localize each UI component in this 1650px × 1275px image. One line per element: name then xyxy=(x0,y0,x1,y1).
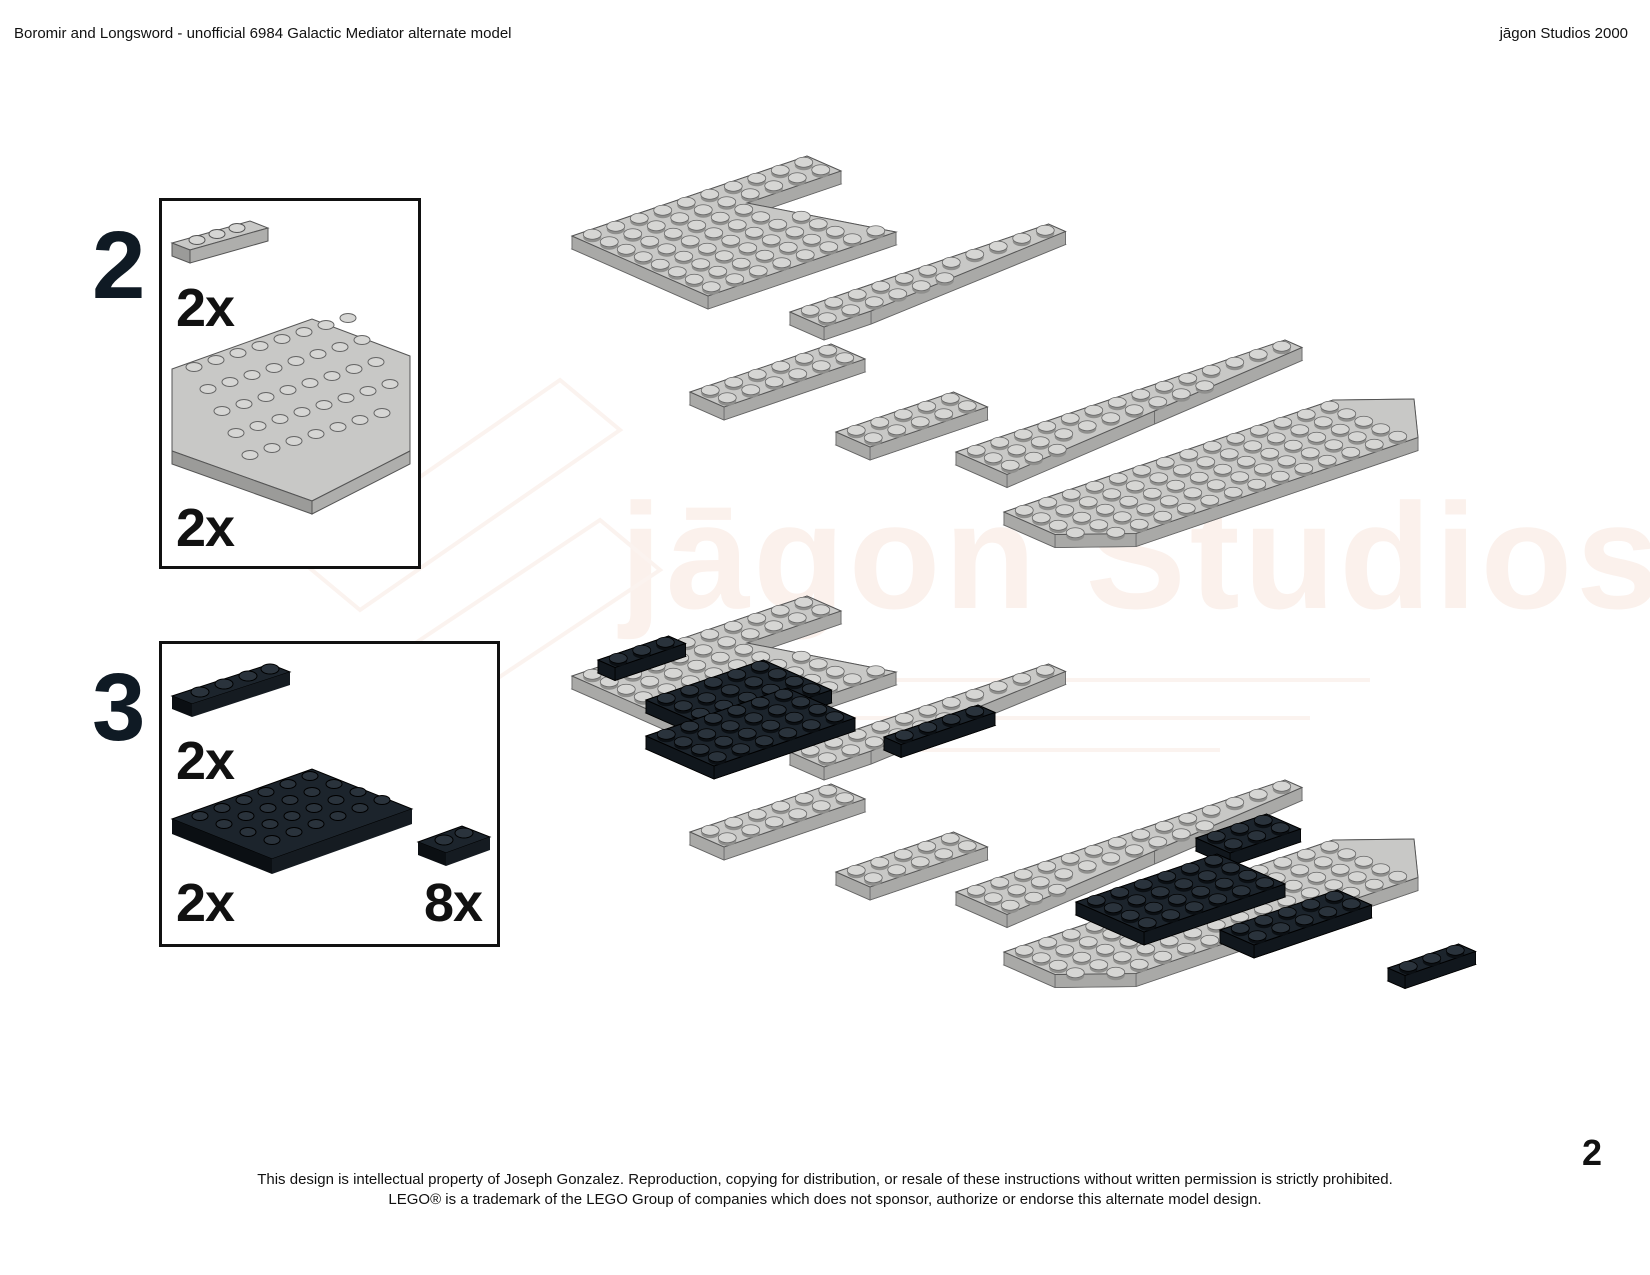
part-gray-wedge-plate xyxy=(171,313,411,515)
gray-plate xyxy=(954,339,1304,489)
black-plate xyxy=(1218,889,1373,959)
black-plate xyxy=(1074,853,1287,946)
qty-2x: 2x xyxy=(176,731,235,791)
black-plate xyxy=(644,687,857,780)
black-plate xyxy=(882,704,997,759)
qty-2x: 2x xyxy=(176,498,235,558)
gray-plate xyxy=(834,391,989,461)
qty-8x: 8x xyxy=(424,873,483,933)
gray-plate xyxy=(1002,398,1419,549)
black-plate xyxy=(1386,943,1477,990)
gray-plate xyxy=(954,779,1304,929)
gray-plate xyxy=(688,343,867,421)
document-title: Boromir and Longsword - unofficial 6984 … xyxy=(14,25,512,42)
gray-plate xyxy=(788,223,1067,341)
gray-plate xyxy=(688,783,867,861)
step-number-2: 2 xyxy=(92,212,146,319)
part-black-plate-4x6 xyxy=(170,768,414,874)
page-number: 2 xyxy=(1581,1132,1602,1173)
part-black-plate-1x4 xyxy=(170,663,292,717)
copyright-notice: This design is intellectual property of … xyxy=(257,1171,1393,1188)
step-3-parts-list: 2x 2x 8x xyxy=(159,641,500,947)
qty-2x: 2x xyxy=(176,873,235,933)
black-plate xyxy=(596,635,687,682)
step-2-parts-list: 2x 2x xyxy=(159,198,421,569)
gray-plate xyxy=(570,155,898,310)
qty-2x: 2x xyxy=(176,278,235,338)
part-gray-plate-1x4 xyxy=(170,220,270,264)
step-number-3: 3 xyxy=(92,654,146,761)
part-black-plate-1x2 xyxy=(416,825,492,866)
trademark-notice: LEGO® is a trademark of the LEGO Group o… xyxy=(388,1191,1262,1208)
gray-plate xyxy=(834,831,989,901)
studio-credit: jāgon Studios 2000 xyxy=(1499,25,1628,42)
